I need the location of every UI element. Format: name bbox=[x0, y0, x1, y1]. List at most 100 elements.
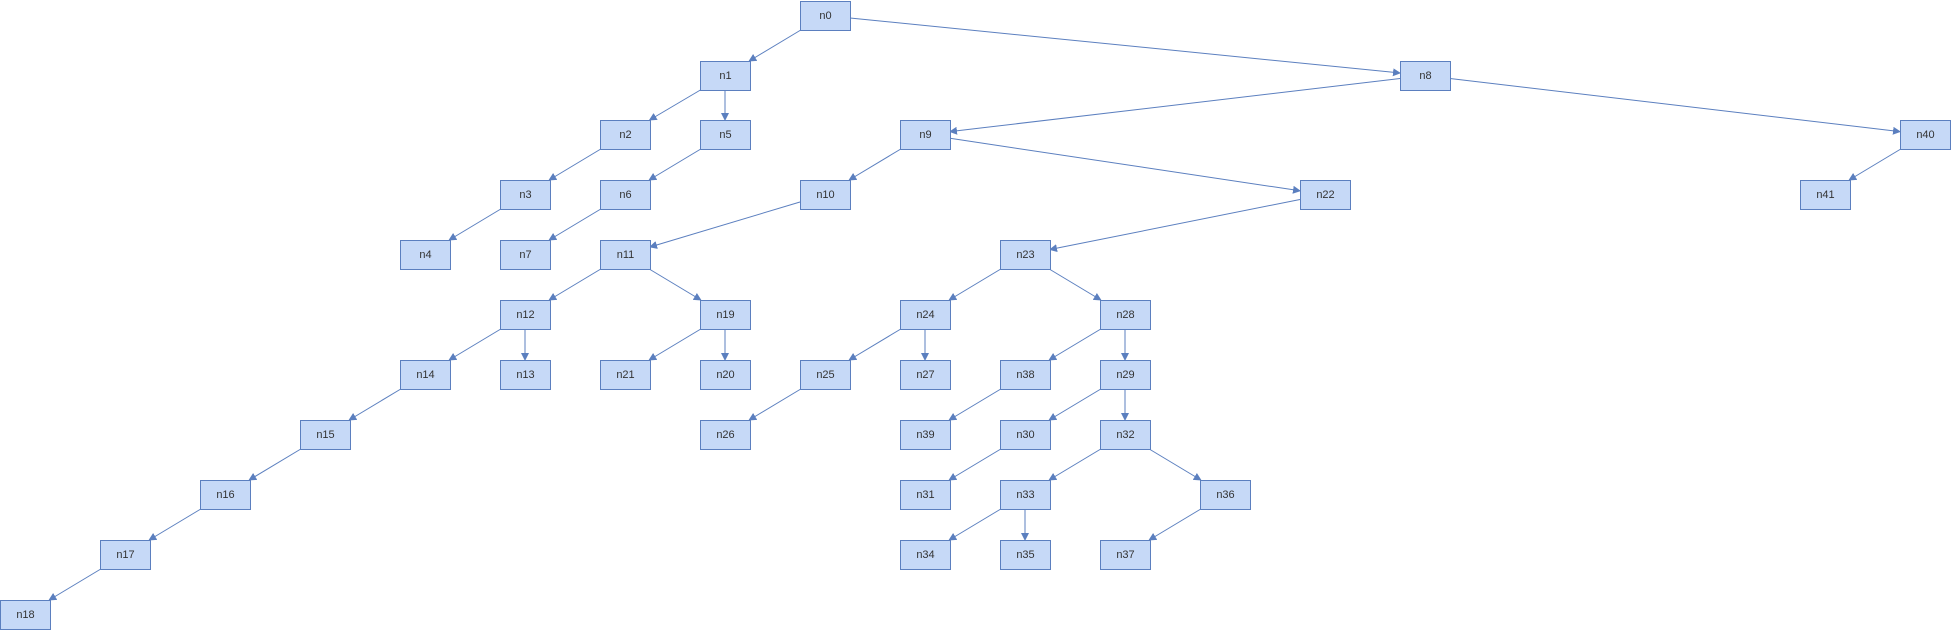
node-label: n29 bbox=[1116, 369, 1134, 381]
node-label: n3 bbox=[519, 189, 531, 201]
node-label: n32 bbox=[1116, 429, 1134, 441]
node-box bbox=[400, 360, 451, 390]
node-n22[interactable]: n22 bbox=[1300, 180, 1351, 210]
node-n30[interactable]: n30 bbox=[1000, 420, 1051, 450]
node-n13[interactable]: n13 bbox=[500, 360, 551, 390]
node-n11[interactable]: n11 bbox=[600, 240, 651, 270]
node-n6[interactable]: n6 bbox=[600, 180, 651, 210]
edge-n2-n3 bbox=[548, 148, 602, 181]
node-box bbox=[600, 360, 651, 390]
node-n27[interactable]: n27 bbox=[900, 360, 951, 390]
node-box bbox=[0, 600, 51, 630]
node-label: n0 bbox=[819, 10, 831, 22]
node-label: n4 bbox=[419, 249, 431, 261]
node-label: n24 bbox=[916, 309, 934, 321]
edge-n8-n40 bbox=[1449, 78, 1901, 135]
node-box bbox=[800, 180, 851, 210]
node-n26[interactable]: n26 bbox=[700, 420, 751, 450]
edge-n17-n18 bbox=[48, 568, 102, 601]
node-n18[interactable]: n18 bbox=[0, 600, 51, 630]
node-box bbox=[700, 420, 751, 450]
node-n21[interactable]: n21 bbox=[600, 360, 651, 390]
node-n37[interactable]: n37 bbox=[1100, 540, 1151, 570]
node-label: n21 bbox=[616, 369, 634, 381]
edge-n32-n36 bbox=[1148, 448, 1202, 481]
node-n9[interactable]: n9 bbox=[900, 120, 951, 150]
node-box bbox=[500, 300, 551, 330]
node-box bbox=[900, 300, 951, 330]
node-n25[interactable]: n25 bbox=[800, 360, 851, 390]
node-box bbox=[500, 240, 551, 270]
node-box bbox=[400, 240, 451, 270]
edge-n36-n37 bbox=[1148, 508, 1202, 541]
node-label: n22 bbox=[1316, 189, 1334, 201]
node-n38[interactable]: n38 bbox=[1000, 360, 1051, 390]
edge-n30-n31 bbox=[948, 448, 1002, 481]
node-box bbox=[1100, 420, 1151, 450]
node-n5[interactable]: n5 bbox=[700, 120, 751, 150]
node-n8[interactable]: n8 bbox=[1400, 61, 1451, 91]
node-n15[interactable]: n15 bbox=[300, 420, 351, 450]
edges-layer bbox=[48, 17, 1902, 601]
node-n33[interactable]: n33 bbox=[1000, 480, 1051, 510]
node-n20[interactable]: n20 bbox=[700, 360, 751, 390]
edge-n33-n34 bbox=[948, 508, 1002, 541]
node-n4[interactable]: n4 bbox=[400, 240, 451, 270]
node-label: n6 bbox=[619, 189, 631, 201]
node-box bbox=[200, 480, 251, 510]
node-n16[interactable]: n16 bbox=[200, 480, 251, 510]
node-box bbox=[800, 360, 851, 390]
node-n41[interactable]: n41 bbox=[1800, 180, 1851, 210]
node-n17[interactable]: n17 bbox=[100, 540, 151, 570]
node-box bbox=[900, 480, 951, 510]
node-box bbox=[600, 120, 651, 150]
node-n36[interactable]: n36 bbox=[1200, 480, 1251, 510]
node-n29[interactable]: n29 bbox=[1100, 360, 1151, 390]
node-n1[interactable]: n1 bbox=[700, 61, 751, 91]
node-box bbox=[900, 360, 951, 390]
node-box bbox=[1000, 240, 1051, 270]
node-n10[interactable]: n10 bbox=[800, 180, 851, 210]
node-n28[interactable]: n28 bbox=[1100, 300, 1151, 330]
node-n35[interactable]: n35 bbox=[1000, 540, 1051, 570]
node-n14[interactable]: n14 bbox=[400, 360, 451, 390]
edge-n22-n23 bbox=[1049, 199, 1301, 253]
node-box bbox=[1000, 360, 1051, 390]
node-n31[interactable]: n31 bbox=[900, 480, 951, 510]
node-n40[interactable]: n40 bbox=[1900, 120, 1951, 150]
node-box bbox=[600, 240, 651, 270]
node-n39[interactable]: n39 bbox=[900, 420, 951, 450]
node-label: n12 bbox=[516, 309, 534, 321]
node-label: n31 bbox=[916, 489, 934, 501]
node-n12[interactable]: n12 bbox=[500, 300, 551, 330]
node-label: n25 bbox=[816, 369, 834, 381]
edge-n11-n12 bbox=[548, 268, 602, 301]
node-label: n19 bbox=[716, 309, 734, 321]
edge-n14-n15 bbox=[348, 388, 402, 421]
node-label: n23 bbox=[1016, 249, 1034, 261]
node-n2[interactable]: n2 bbox=[600, 120, 651, 150]
node-box bbox=[700, 120, 751, 150]
node-label: n33 bbox=[1016, 489, 1034, 501]
node-n19[interactable]: n19 bbox=[700, 300, 751, 330]
node-box bbox=[300, 420, 351, 450]
edge-n25-n26 bbox=[748, 388, 802, 421]
node-label: n1 bbox=[719, 70, 731, 82]
edge-n32-n33 bbox=[1048, 448, 1102, 481]
node-n0[interactable]: n0 bbox=[800, 1, 851, 31]
node-label: n39 bbox=[916, 429, 934, 441]
node-box bbox=[1400, 61, 1451, 91]
node-box bbox=[1000, 420, 1051, 450]
node-n24[interactable]: n24 bbox=[900, 300, 951, 330]
node-box bbox=[1100, 360, 1151, 390]
node-n3[interactable]: n3 bbox=[500, 180, 551, 210]
node-label: n38 bbox=[1016, 369, 1034, 381]
edge-n0-n8 bbox=[849, 17, 1401, 77]
node-n34[interactable]: n34 bbox=[900, 540, 951, 570]
node-n7[interactable]: n7 bbox=[500, 240, 551, 270]
node-label: n15 bbox=[316, 429, 334, 441]
node-label: n41 bbox=[1816, 189, 1834, 201]
node-n23[interactable]: n23 bbox=[1000, 240, 1051, 270]
node-n32[interactable]: n32 bbox=[1100, 420, 1151, 450]
